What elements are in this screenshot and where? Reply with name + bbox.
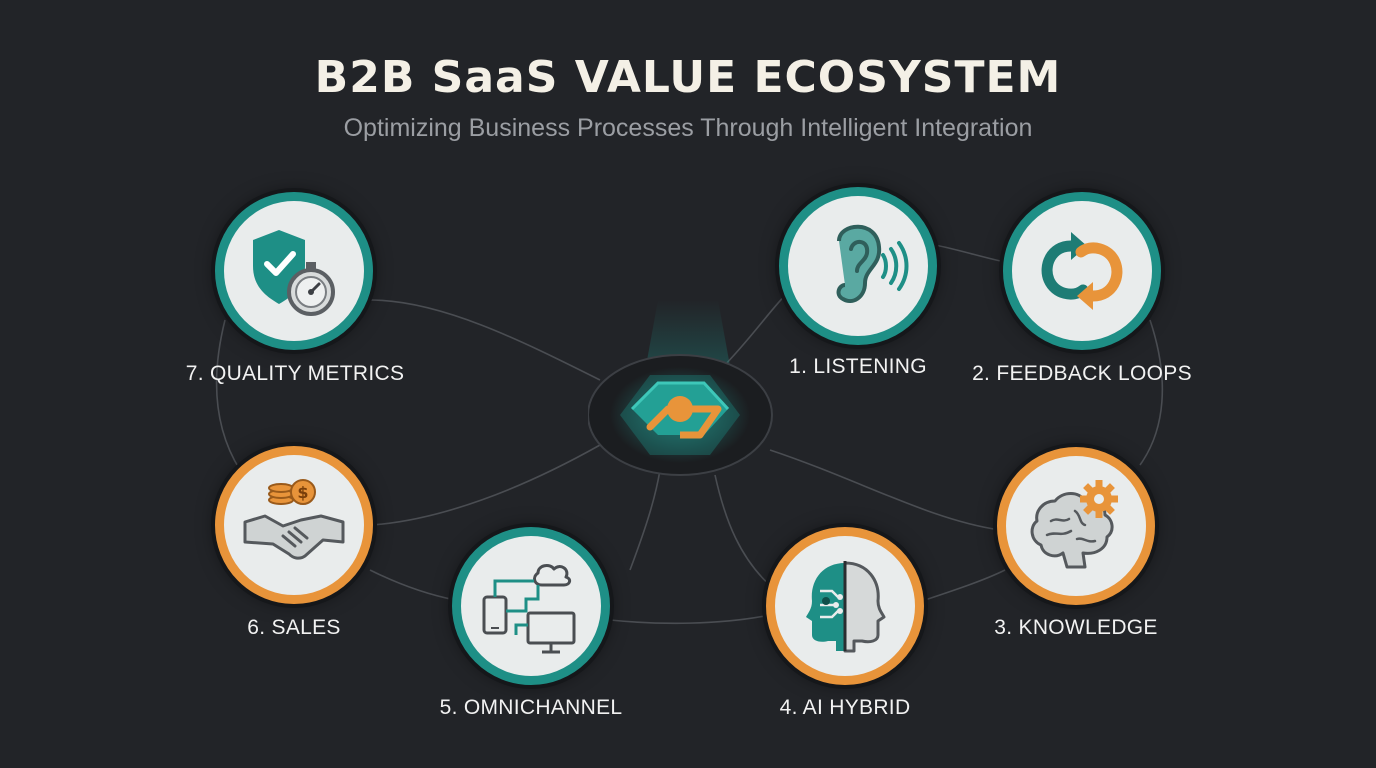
node-label-sales: 6. SALES — [247, 616, 341, 639]
node-ai-hybrid[interactable] — [766, 527, 924, 685]
link-hub-quality — [369, 299, 601, 381]
link-hub-sales — [371, 444, 601, 526]
node-label-knowledge: 3. KNOWLEDGE — [994, 616, 1158, 639]
node-label-omnichannel: 5. OMNICHANNEL — [439, 696, 623, 719]
link-ai-knowledge — [924, 569, 1006, 601]
node-quality-metrics[interactable] — [215, 192, 373, 350]
link-hub-listening — [719, 289, 791, 371]
link-sales-omni — [369, 569, 456, 601]
integration-core-icon — [587, 300, 773, 476]
svg-text:$: $ — [297, 483, 308, 502]
refresh-loop-icon — [1041, 232, 1123, 310]
node-label-ai-hybrid: 4. AI HYBRID — [779, 696, 911, 719]
devices-cloud-icon — [482, 564, 576, 654]
node-label-quality-metrics: 7. QUALITY METRICS — [185, 362, 405, 385]
link-feedback-knowledge — [1139, 319, 1164, 466]
node-knowledge[interactable] — [997, 447, 1155, 605]
node-listening[interactable] — [779, 187, 937, 345]
link-hub-knowledge — [769, 449, 1001, 531]
node-label-feedback-loops: 2. FEEDBACK LOOPS — [972, 362, 1192, 385]
node-sales[interactable]: $ — [215, 446, 373, 604]
node-feedback-loops[interactable] — [1003, 192, 1161, 350]
central-hub — [587, 300, 788, 495]
brain-gear-icon — [1030, 480, 1118, 569]
shield-stopwatch-icon — [253, 230, 335, 316]
ear-icon — [836, 224, 909, 303]
page-title: B2B SaaS VALUE ECOSYSTEM — [314, 52, 1062, 103]
node-label-listening: 1. LISTENING — [789, 355, 927, 378]
link-hub-ai — [714, 474, 776, 591]
link-quality-sales — [215, 319, 241, 471]
link-hub-omni — [629, 469, 661, 571]
handshake-coins-icon: $ — [243, 479, 345, 560]
link-omni-ai — [609, 614, 771, 625]
page-subtitle: Optimizing Business Processes Through In… — [343, 114, 1033, 142]
node-omnichannel[interactable] — [452, 527, 610, 685]
link-listening-feedback — [934, 244, 1006, 263]
robot-human-head-icon — [806, 561, 886, 653]
